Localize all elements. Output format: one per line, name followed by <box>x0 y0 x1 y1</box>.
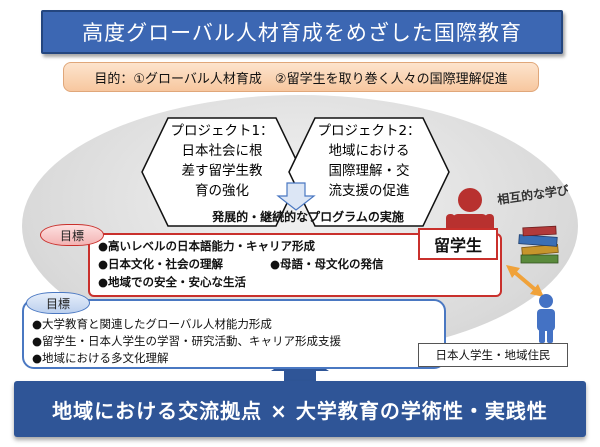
local-person-icon <box>537 294 555 343</box>
project1-line-4: 育の強化 <box>195 183 249 199</box>
down-arrow-icon <box>276 182 316 211</box>
project1-line-1: プロジェクト1： <box>170 123 273 139</box>
local-goal-item-1: ●大学教育と関連したグローバル人材能力形成 <box>32 317 272 331</box>
project2-line-1: プロジェクト2： <box>317 123 420 139</box>
student-goal-tag: 目標 <box>40 224 104 246</box>
project1-line-2: 日本社会に根 <box>182 143 263 159</box>
program-label: 発展的・継続的なプログラムの実施 <box>212 210 404 224</box>
books-icon <box>518 225 559 264</box>
student-goal-item-2: ●日本文化・社会の理解 <box>98 257 224 271</box>
project2-line-4: 流支援の促進 <box>329 183 410 199</box>
student-goal-item-4: ●地域での安全・安心な生活 <box>98 275 247 289</box>
local-goal-box: ●大学教育と関連したグローバル人材能力形成 ●留学生・日本人学生の学習・研究活動… <box>22 299 446 369</box>
student-goal-box: ●高いレベルの日本語能力・キャリア形成 ●日本文化・社会の理解 ●母語・母文化の… <box>88 233 502 297</box>
project2-line-2: 地域における <box>329 143 410 159</box>
local-goal-tag: 目標 <box>26 292 90 314</box>
student-label: 留学生 <box>418 228 498 260</box>
purpose-bar: 目的：①グローバル人材育成 ②留学生を取り巻く人々の国際理解促進 <box>63 62 539 92</box>
student-goal-item-3: ●母語・母文化の発信 <box>270 257 384 271</box>
bottom-banner: 地域における交流拠点 × 大学教育の学術性・実践性 <box>14 381 586 437</box>
local-goal-item-3: ●地域における多文化理解 <box>32 351 169 365</box>
local-people-label: 日本人学生・地域住民 <box>418 343 568 367</box>
page-title: 高度グローバル人材育成をめざした国際教育 <box>41 10 563 54</box>
mutual-arrow-icon <box>506 265 544 297</box>
student-goal-item-1: ●高いレベルの日本語能力・キャリア形成 <box>98 239 316 253</box>
project1-line-3: 差す留学生教 <box>182 163 263 179</box>
local-goal-item-2: ●留学生・日本人学生の学習・研究活動、キャリア形成支援 <box>32 334 342 348</box>
project2-line-3: 国際理解・交 <box>329 162 410 179</box>
project2-hexagon <box>288 117 450 227</box>
